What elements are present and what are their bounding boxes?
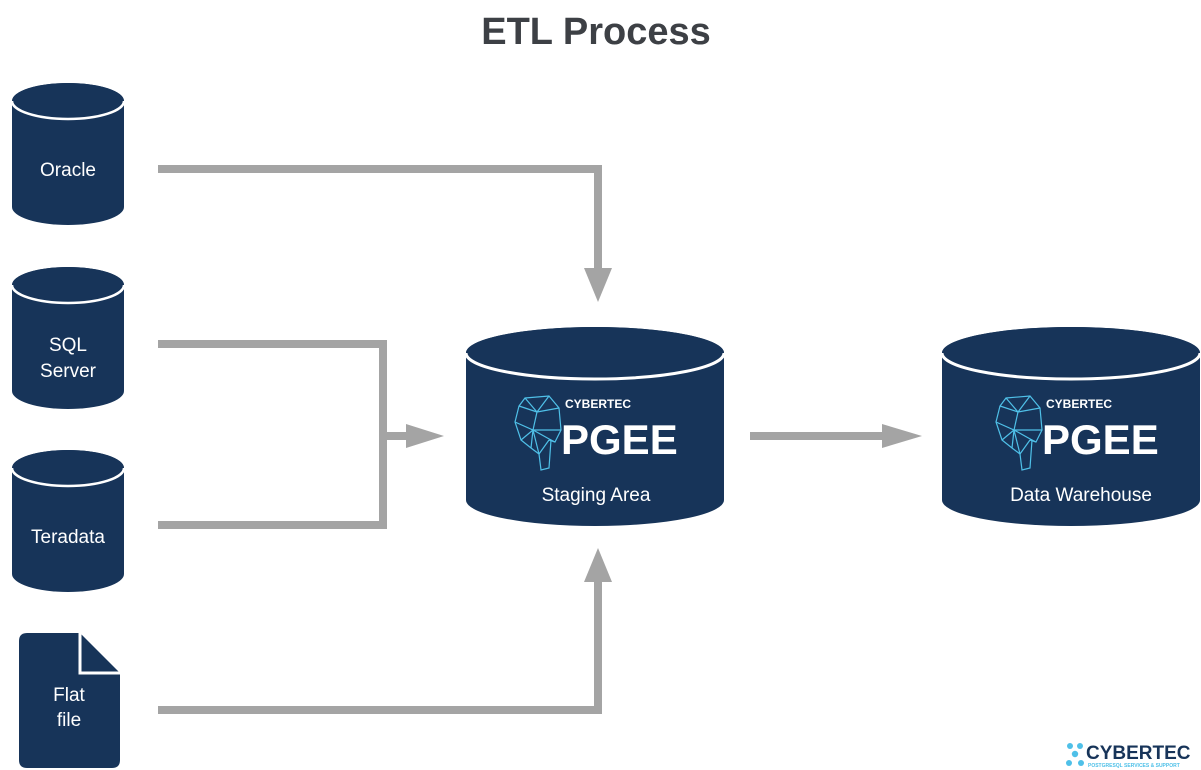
pgee-logo: CYBERTEC PGEE: [995, 395, 1159, 471]
connector-sqlserver-to-merge: [158, 340, 387, 436]
pgee-brand: CYBERTEC: [1046, 397, 1112, 411]
source-label-line-1: SQL: [49, 335, 87, 356]
source-label: Oracle: [40, 160, 96, 181]
source-teradata: Teradata: [10, 450, 126, 592]
node-data-warehouse: CYBERTEC PGEE Data Warehouse: [940, 327, 1201, 526]
source-sql-server: SQL Server: [10, 267, 126, 409]
database-cylinder-rim-curve: [464, 352, 726, 381]
file-fold-icon: [78, 633, 120, 675]
cybertec-logo-icon: [1066, 743, 1084, 766]
database-cylinder-top: [12, 83, 124, 119]
database-cylinder-shape: [12, 83, 124, 225]
database-cylinder-rim-curve: [10, 284, 126, 305]
connector-flatfile-to-staging: [158, 578, 602, 714]
database-cylinder-shape: [12, 450, 124, 592]
source-flat-file: Flat file: [19, 633, 120, 768]
connectors: [158, 165, 922, 714]
source-oracle: Oracle: [10, 83, 126, 225]
arrowhead-staging-to-warehouse: [882, 424, 922, 448]
pgee-product: PGEE: [561, 416, 678, 463]
pgee-product: PGEE: [1042, 416, 1159, 463]
footer-brand: CYBERTEC: [1086, 743, 1191, 764]
connector-oracle-to-staging: [158, 165, 602, 272]
database-cylinder-top: [466, 327, 724, 379]
staging-label: Staging Area: [542, 485, 651, 506]
pgee-brand: CYBERTEC: [565, 397, 631, 411]
node-staging-area: CYBERTEC PGEE Staging Area: [464, 327, 726, 526]
file-fold-corner: [84, 641, 112, 669]
connector-teradata-to-merge: [158, 436, 387, 529]
database-cylinder-rim-curve: [940, 352, 1201, 381]
footer-logo: CYBERTEC POSTGRESQL SERVICES & SUPPORT: [1066, 743, 1191, 769]
database-cylinder-rim-curve: [10, 100, 126, 121]
arrowhead-oracle-to-staging: [584, 268, 612, 302]
database-cylinder-rim-curve: [10, 467, 126, 488]
database-cylinder-top: [12, 450, 124, 486]
source-label-line-1: Flat: [53, 685, 85, 706]
database-cylinder-shape: [12, 267, 124, 409]
database-cylinder-top: [942, 327, 1200, 379]
warehouse-label: Data Warehouse: [1010, 485, 1152, 506]
arrowhead-merge-to-staging: [406, 424, 444, 448]
pgee-logo: CYBERTEC PGEE: [514, 395, 678, 471]
database-cylinder-top: [12, 267, 124, 303]
source-label: Teradata: [31, 527, 105, 548]
elephant-icon: [995, 395, 1043, 471]
source-label-line-2: Server: [40, 361, 97, 382]
arrowhead-flatfile-to-staging: [584, 548, 612, 582]
diagram-title: ETL Process: [481, 11, 711, 53]
footer-tagline: POSTGRESQL SERVICES & SUPPORT: [1088, 763, 1180, 769]
source-label-line-2: file: [57, 710, 81, 731]
elephant-icon: [514, 395, 562, 471]
